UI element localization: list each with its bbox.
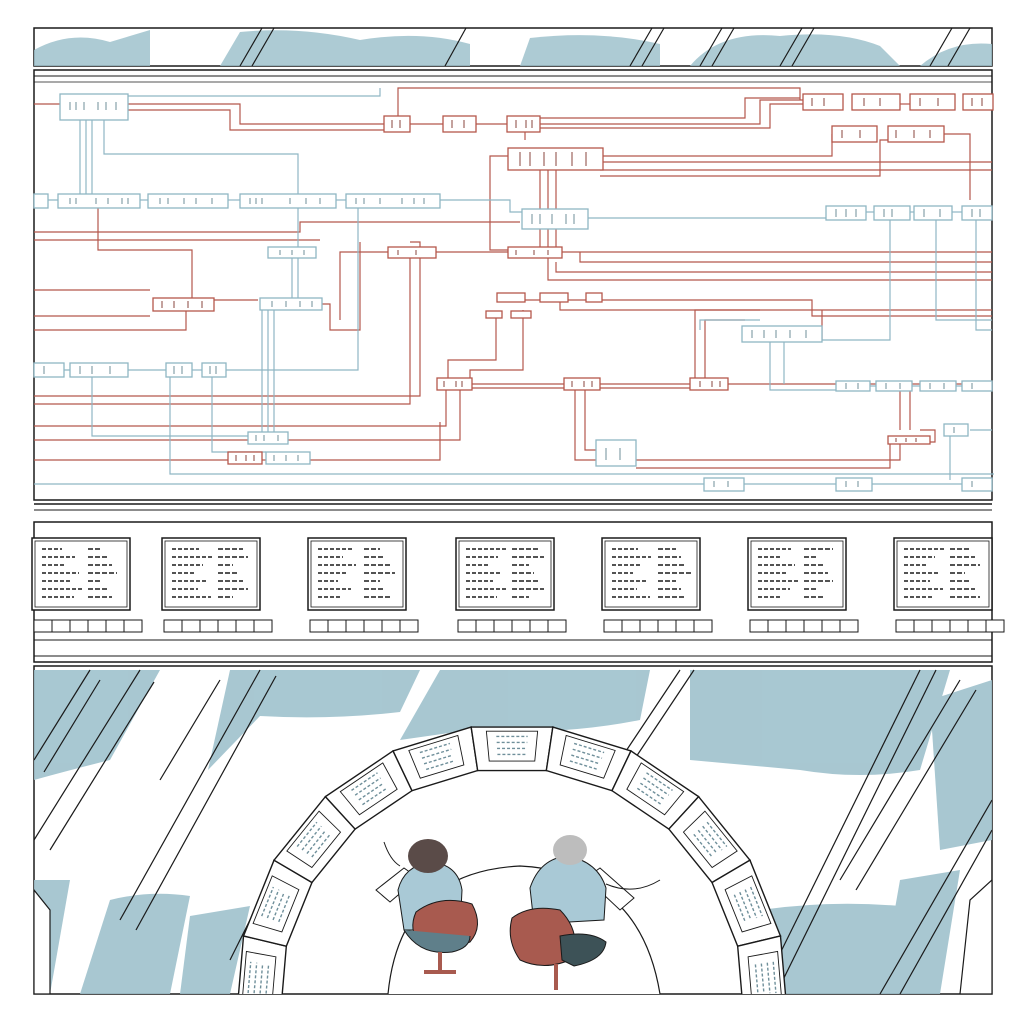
window-mullions [34,669,992,994]
monitor-button-strip [163,619,273,633]
corner-console-left [34,889,51,994]
monitor [747,537,859,633]
monitor-button-strip [309,619,419,633]
operator-left [375,839,478,974]
corner-console-right [959,879,992,994]
arc-console-screen [324,749,413,830]
hair-right [553,835,587,865]
monitor-button-strip [603,619,713,633]
top-window-strip [33,27,993,67]
monitor [601,537,713,633]
monitor-console-row [31,503,1005,663]
monitor-button-strip [749,619,859,633]
arc-console-screen [736,935,787,994]
arc-console-screen [611,749,700,830]
monitor-button-strip [33,619,143,633]
arc-console-screen [237,935,288,994]
monitor [307,537,419,633]
component-ticks [43,102,981,487]
arc-console-screen [392,726,479,792]
arc-console-screen [470,726,554,772]
monitor [455,537,567,633]
pants-right [559,933,607,967]
monitor-button-strip [457,619,567,633]
monitor [31,537,143,633]
monitor [161,537,273,633]
monitor-group [31,537,1005,633]
overhead-control-room [33,665,993,995]
arc-console-screen [711,859,782,947]
blue-components [33,93,993,492]
circuit-diagram-board [33,69,994,501]
sky-patches [34,670,992,994]
arc-console-screen [545,726,632,792]
operator-right [509,835,661,990]
arc-console-ring [237,726,787,994]
monitor-button-strip [895,619,1005,633]
monitor [893,537,1005,633]
hair-left [408,839,448,873]
